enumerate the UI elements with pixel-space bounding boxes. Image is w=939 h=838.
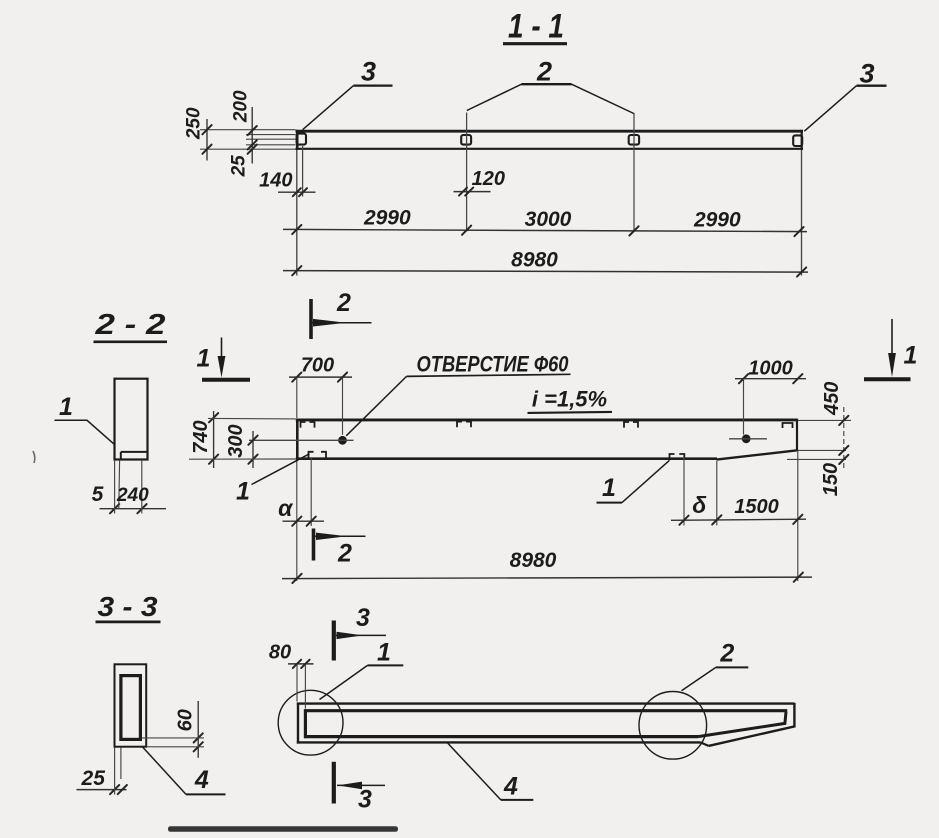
svg-text:i =1,5%: i =1,5% [532,386,607,411]
svg-text:5: 5 [92,483,104,506]
svg-text:1500: 1500 [734,496,779,518]
svg-text:1000: 1000 [748,358,793,380]
svg-text:25: 25 [81,767,106,790]
svg-text:1: 1 [197,345,211,373]
svg-text:300: 300 [225,424,247,457]
svg-text:2: 2 [337,540,352,568]
svg-text:1: 1 [59,393,73,421]
svg-text:2: 2 [336,289,351,317]
svg-text:700: 700 [301,354,334,376]
svg-text:8980: 8980 [511,248,558,271]
svg-text:3 - 3: 3 - 3 [98,591,158,622]
svg-text:60: 60 [174,709,196,731]
svg-text:δ: δ [692,492,707,518]
svg-text:α: α [278,495,294,521]
svg-text:2 - 2: 2 - 2 [94,309,165,341]
svg-text:1 - 1: 1 - 1 [508,8,564,46]
svg-text:80: 80 [269,642,291,664]
svg-text:4: 4 [194,766,209,794]
svg-text:25: 25 [228,155,249,178]
svg-text:3000: 3000 [525,208,572,231]
svg-text:4: 4 [503,773,518,801]
svg-text:2: 2 [719,639,734,667]
svg-text:140: 140 [259,169,292,191]
svg-text:8980: 8980 [510,549,557,572]
svg-text:150: 150 [820,463,842,496]
svg-text:1: 1 [602,474,616,502]
svg-text:240: 240 [116,485,149,506]
svg-text:3: 3 [358,786,372,814]
svg-text:3: 3 [859,59,874,89]
svg-text:1: 1 [236,478,250,506]
svg-text:450: 450 [821,382,843,416]
svg-text:2: 2 [536,57,552,87]
svg-text:ОТВЕРСТИЕ Ф60: ОТВЕРСТИЕ Ф60 [417,352,570,377]
svg-text:2990: 2990 [693,208,741,231]
svg-text:3: 3 [361,57,376,87]
svg-text:200: 200 [230,90,251,123]
svg-text:250: 250 [183,107,204,140]
svg-text:1: 1 [377,639,391,667]
svg-text:1: 1 [904,342,918,370]
svg-text:740: 740 [190,420,212,453]
svg-text:2990: 2990 [363,207,411,230]
svg-text:3: 3 [356,604,370,632]
svg-text:120: 120 [472,168,505,190]
